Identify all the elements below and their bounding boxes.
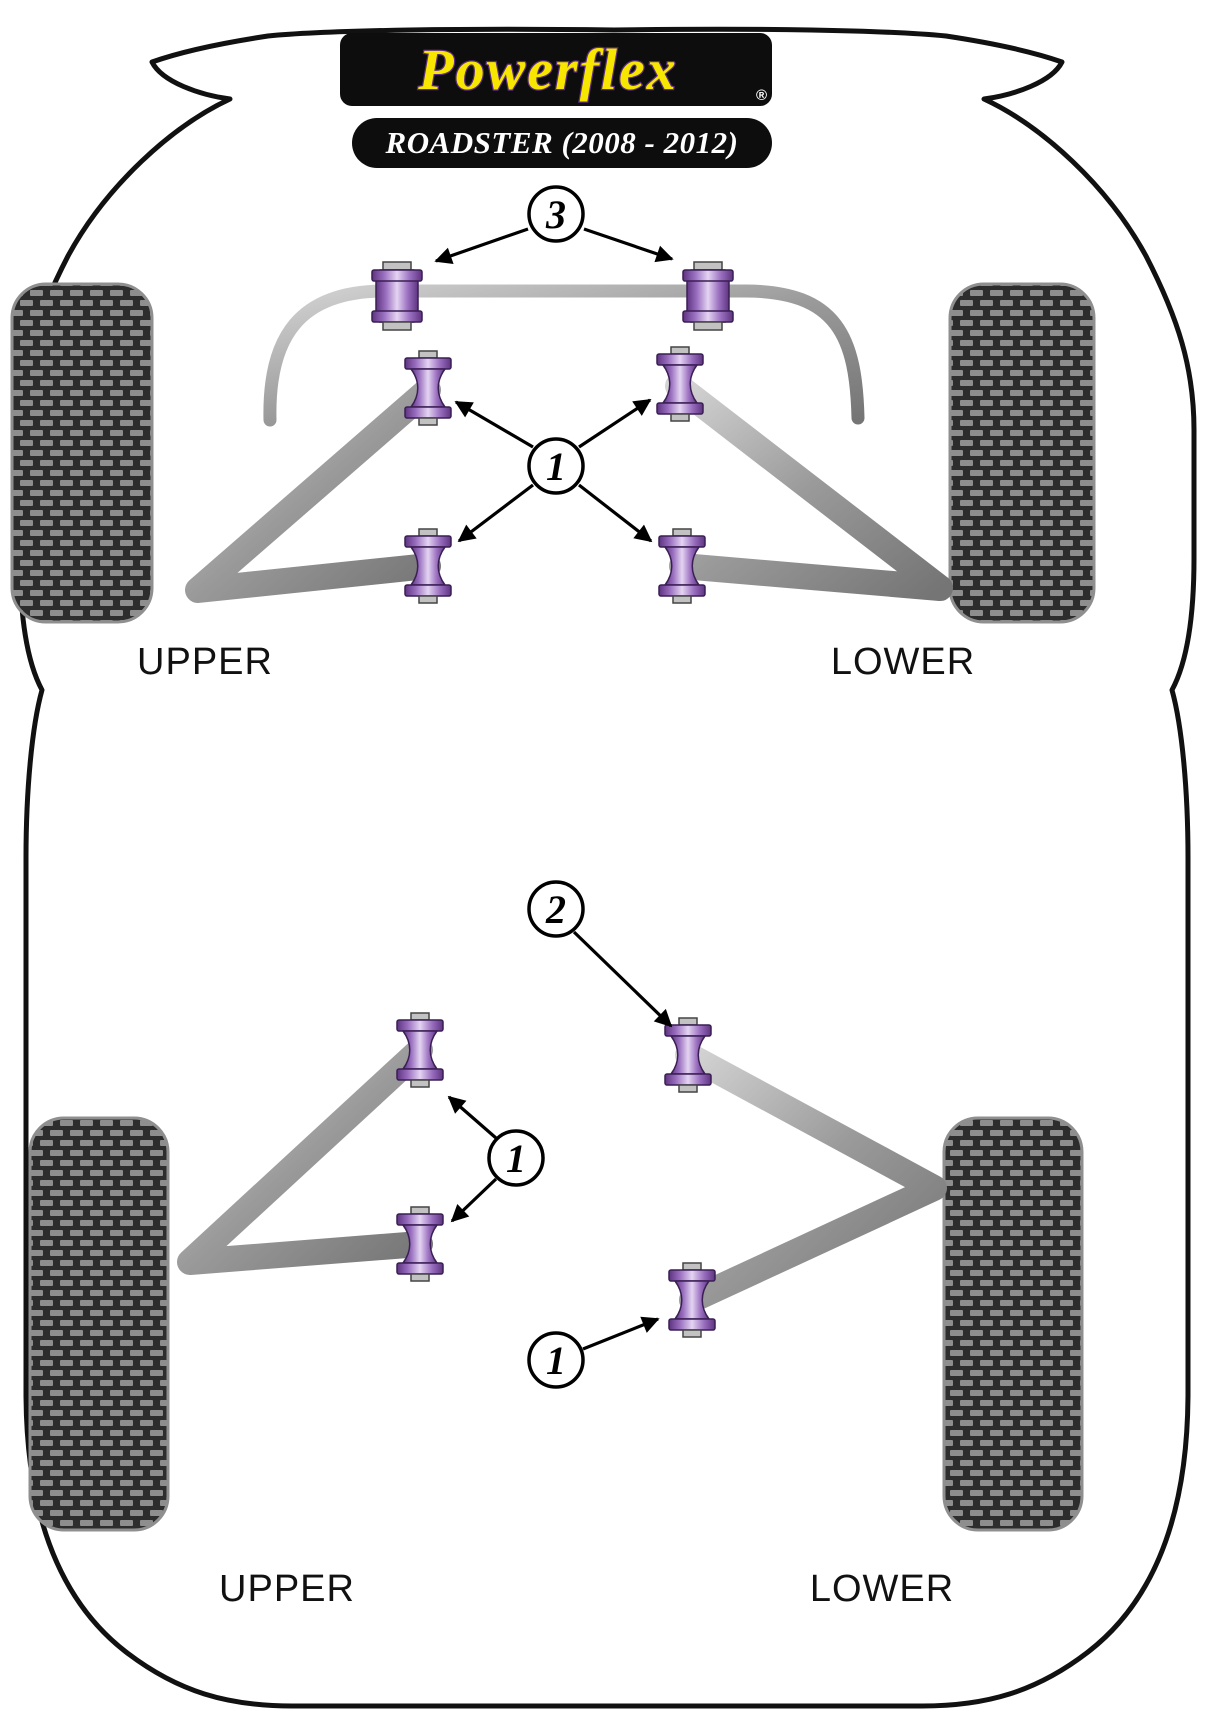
- tire-rear-left: [28, 1116, 170, 1532]
- callout-circle: [527, 185, 585, 243]
- callout-front-wishbone-bushes: 1: [454, 398, 653, 543]
- front-right-wishbone: [665, 373, 953, 601]
- arrow-to-rear-right-upper-bush: [572, 930, 673, 1028]
- model-badge-background: [352, 118, 772, 168]
- rear-lower-label: LOWER: [810, 1568, 954, 1610]
- arrow-to-front-left-lower-bush: [457, 483, 534, 543]
- tires: [10, 282, 1096, 1532]
- callout-circle: [527, 437, 585, 495]
- logo-background: [340, 33, 772, 106]
- arrow-to-arb-bush-right: [583, 227, 674, 263]
- front-arb-bush-right: [682, 261, 734, 331]
- callout-number: 3: [545, 192, 566, 237]
- arrow-to-rear-left-lower-bush: [450, 1177, 498, 1223]
- model-badge: ROADSTER (2008 - 2012): [352, 118, 772, 168]
- front-suspension: 3 1 UPPER LOWER: [137, 185, 975, 683]
- arrow-to-rear-right-lower-bush: [582, 1316, 660, 1351]
- anti-roll-bar: [263, 284, 865, 427]
- tire-front-right: [948, 282, 1096, 624]
- brand-text: Powerflex: [417, 37, 678, 102]
- callout-number: 2: [545, 887, 566, 932]
- callout-circle: [527, 880, 585, 938]
- rear-upper-label: UPPER: [219, 1568, 355, 1610]
- arrow-to-front-left-upper-bush: [454, 400, 534, 449]
- tire-rear-right: [942, 1116, 1084, 1532]
- arrow-to-front-right-lower-bush: [578, 483, 653, 543]
- callout-number: 1: [506, 1136, 526, 1181]
- front-upper-label: UPPER: [137, 641, 273, 683]
- arrow-to-arb-bush-left: [434, 227, 529, 265]
- arrow-to-front-right-upper-bush: [578, 398, 652, 449]
- callout-number: 1: [546, 1338, 566, 1383]
- rear-suspension: 2 1 1 UPPER LOWER: [177, 880, 954, 1610]
- callout-number: 1: [546, 444, 566, 489]
- callout-circle: [487, 1129, 545, 1187]
- callout-circle: [527, 1331, 585, 1389]
- model-name: ROADSTER (2008 - 2012): [385, 125, 739, 160]
- registered-mark: ®: [756, 87, 767, 104]
- tire-front-left: [10, 282, 154, 624]
- front-left-wishbone: [185, 377, 441, 603]
- callout-rear-upper-arm: 2: [527, 880, 673, 1028]
- callout-front-arb: 3: [434, 185, 674, 265]
- callout-rear-lower-arm: 1: [527, 1316, 660, 1389]
- rear-left-wishbone: [177, 1037, 433, 1275]
- rear-right-wishbone: [675, 1042, 947, 1313]
- powerflex-logo: Powerflex ®: [340, 33, 772, 106]
- front-lower-label: LOWER: [831, 641, 975, 683]
- car-body-outline: [17, 26, 1197, 1709]
- callout-rear-left-bushes: 1: [447, 1095, 545, 1223]
- front-arb-bush-left: [371, 261, 423, 331]
- arrow-to-rear-left-upper-bush: [447, 1095, 498, 1140]
